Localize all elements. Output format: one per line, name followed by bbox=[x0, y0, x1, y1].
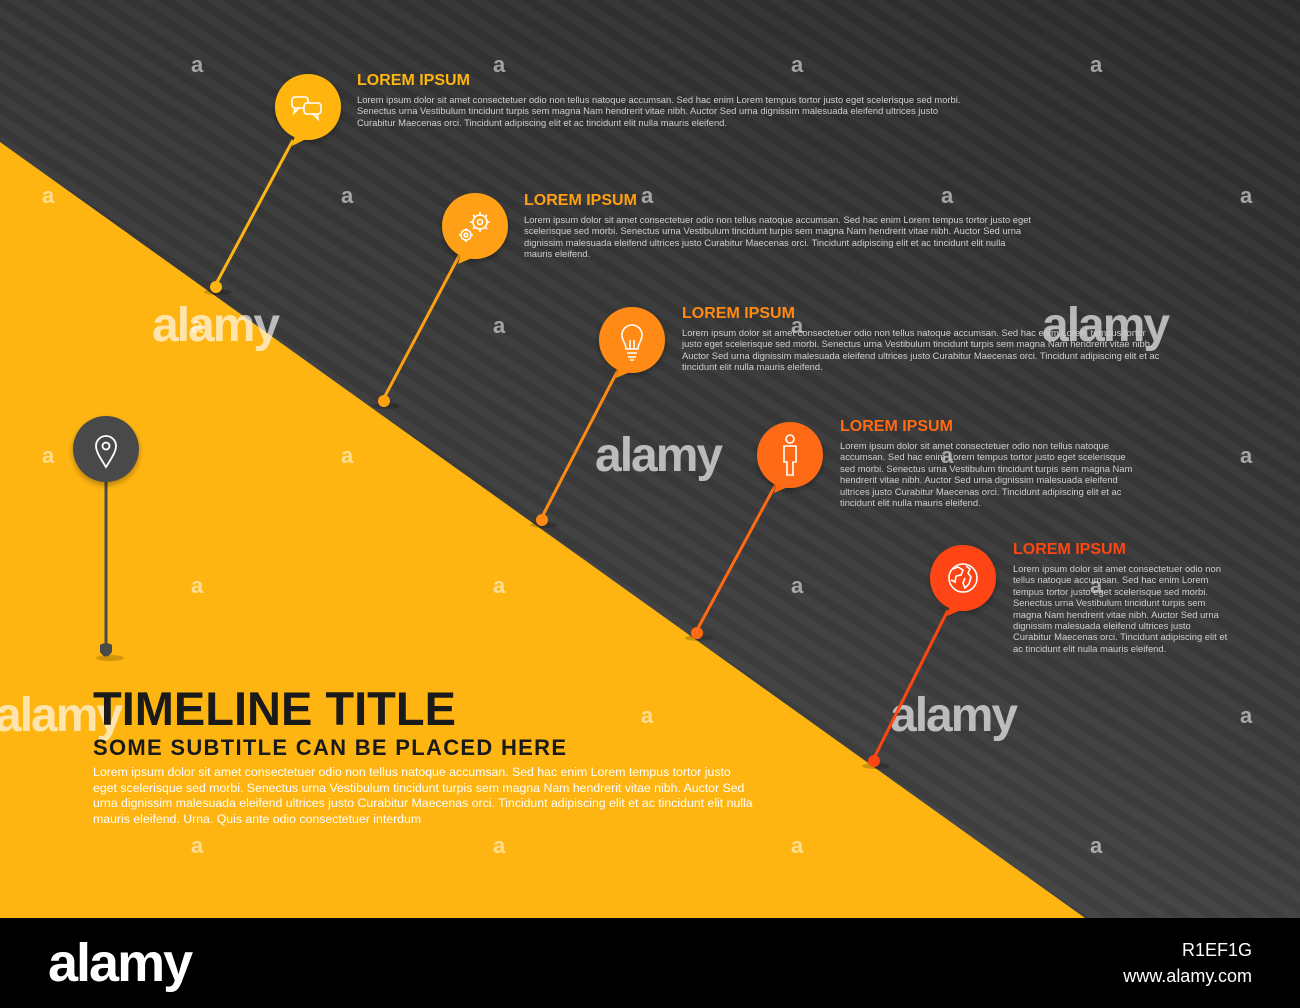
watermark-letter: a bbox=[791, 52, 804, 77]
watermark-letter: a bbox=[641, 703, 654, 728]
person-icon bbox=[783, 434, 797, 476]
gears-icon bbox=[459, 212, 490, 242]
watermark-letter: a bbox=[191, 833, 204, 858]
timeline-pin-1 bbox=[204, 74, 341, 295]
watermark-letter: a bbox=[1240, 183, 1253, 208]
timeline-item-text: Lorem ipsum dolor sit amet consectetuer … bbox=[682, 327, 1160, 373]
timeline-pin-4 bbox=[685, 422, 823, 641]
watermark-letter: a bbox=[42, 183, 55, 208]
timeline-item-text: Lorem ipsum dolor sit amet consectetuer … bbox=[840, 440, 1133, 509]
timeline-item-text: Lorem ipsum dolor sit amet consectetuer … bbox=[1013, 563, 1228, 654]
watermark-letter: a bbox=[191, 313, 204, 338]
map-pin-icon bbox=[95, 435, 117, 469]
timeline-title: TIMELINE TITLE bbox=[93, 682, 456, 735]
watermark-letter: a bbox=[641, 183, 654, 208]
watermark-letter: a bbox=[1240, 443, 1253, 468]
timeline-item-title: LOREM IPSUM bbox=[1013, 541, 1126, 558]
watermark-logo: alamy bbox=[890, 689, 1018, 742]
watermark-letter: a bbox=[191, 52, 204, 77]
timeline-pin-5 bbox=[862, 545, 996, 769]
watermark-letter: a bbox=[42, 443, 55, 468]
timeline-pin-2 bbox=[372, 193, 508, 409]
timeline-item-text: Lorem ipsum dolor sit amet consectetuer … bbox=[524, 214, 1032, 260]
stock-footer: alamy R1EF1G www.alamy.com bbox=[0, 918, 1300, 1008]
timeline-subtitle: SOME SUBTITLE CAN BE PLACED HERE bbox=[93, 735, 568, 760]
timeline-item-title: LOREM IPSUM bbox=[840, 418, 953, 435]
timeline-item-title: LOREM IPSUM bbox=[524, 192, 637, 209]
footer-url: www.alamy.com bbox=[1123, 966, 1252, 986]
footer-image-id: R1EF1G bbox=[1181, 940, 1252, 960]
watermark-logo: alamy bbox=[1042, 299, 1170, 352]
watermark-letter: a bbox=[493, 313, 506, 338]
watermark-letter: a bbox=[791, 833, 804, 858]
watermark-logo: alamy bbox=[0, 689, 123, 742]
timeline-item-5: LOREM IPSUM Lorem ipsum dolor sit amet c… bbox=[1013, 541, 1228, 654]
watermark-letter: a bbox=[1090, 833, 1103, 858]
start-pin bbox=[73, 416, 139, 661]
timeline-item-3: LOREM IPSUM Lorem ipsum dolor sit amet c… bbox=[682, 305, 1167, 373]
timeline-item-title: LOREM IPSUM bbox=[357, 72, 470, 89]
timeline-description: Lorem ipsum dolor sit amet consectetuer … bbox=[93, 765, 753, 826]
watermark-letter: a bbox=[1090, 52, 1103, 77]
timeline-item-text: Lorem ipsum dolor sit amet consectetuer … bbox=[357, 94, 961, 128]
watermark-logo: alamy bbox=[152, 299, 280, 352]
footer-logo: alamy bbox=[48, 933, 193, 993]
watermark-letter: a bbox=[341, 183, 354, 208]
timeline-pins bbox=[73, 74, 996, 769]
watermark-letter: a bbox=[1090, 573, 1103, 598]
watermark-letter: a bbox=[493, 573, 506, 598]
timeline-item-4: LOREM IPSUM Lorem ipsum dolor sit amet c… bbox=[840, 418, 1140, 508]
globe-icon bbox=[948, 563, 978, 593]
timeline-item-1: LOREM IPSUM Lorem ipsum dolor sit amet c… bbox=[357, 72, 972, 128]
infographic-canvas: a a a a a a a a a a a a a a a a a a a a … bbox=[0, 0, 1300, 918]
watermark-letter: a bbox=[1240, 703, 1253, 728]
watermark-letter: a bbox=[493, 52, 506, 77]
timeline-item-title: LOREM IPSUM bbox=[682, 305, 795, 322]
watermark-letter: a bbox=[941, 183, 954, 208]
timeline-pin-3 bbox=[530, 307, 665, 528]
watermark-letter: a bbox=[493, 833, 506, 858]
watermark-letter: a bbox=[191, 573, 204, 598]
watermark-logo: alamy bbox=[595, 429, 723, 482]
chat-bubbles-icon bbox=[291, 96, 322, 122]
timeline-item-2: LOREM IPSUM Lorem ipsum dolor sit amet c… bbox=[524, 192, 1034, 260]
lightbulb-icon bbox=[621, 324, 643, 361]
watermark-letter: a bbox=[341, 443, 354, 468]
watermark-letter: a bbox=[791, 313, 804, 338]
watermark-letter: a bbox=[941, 443, 954, 468]
watermark-letter: a bbox=[791, 573, 804, 598]
